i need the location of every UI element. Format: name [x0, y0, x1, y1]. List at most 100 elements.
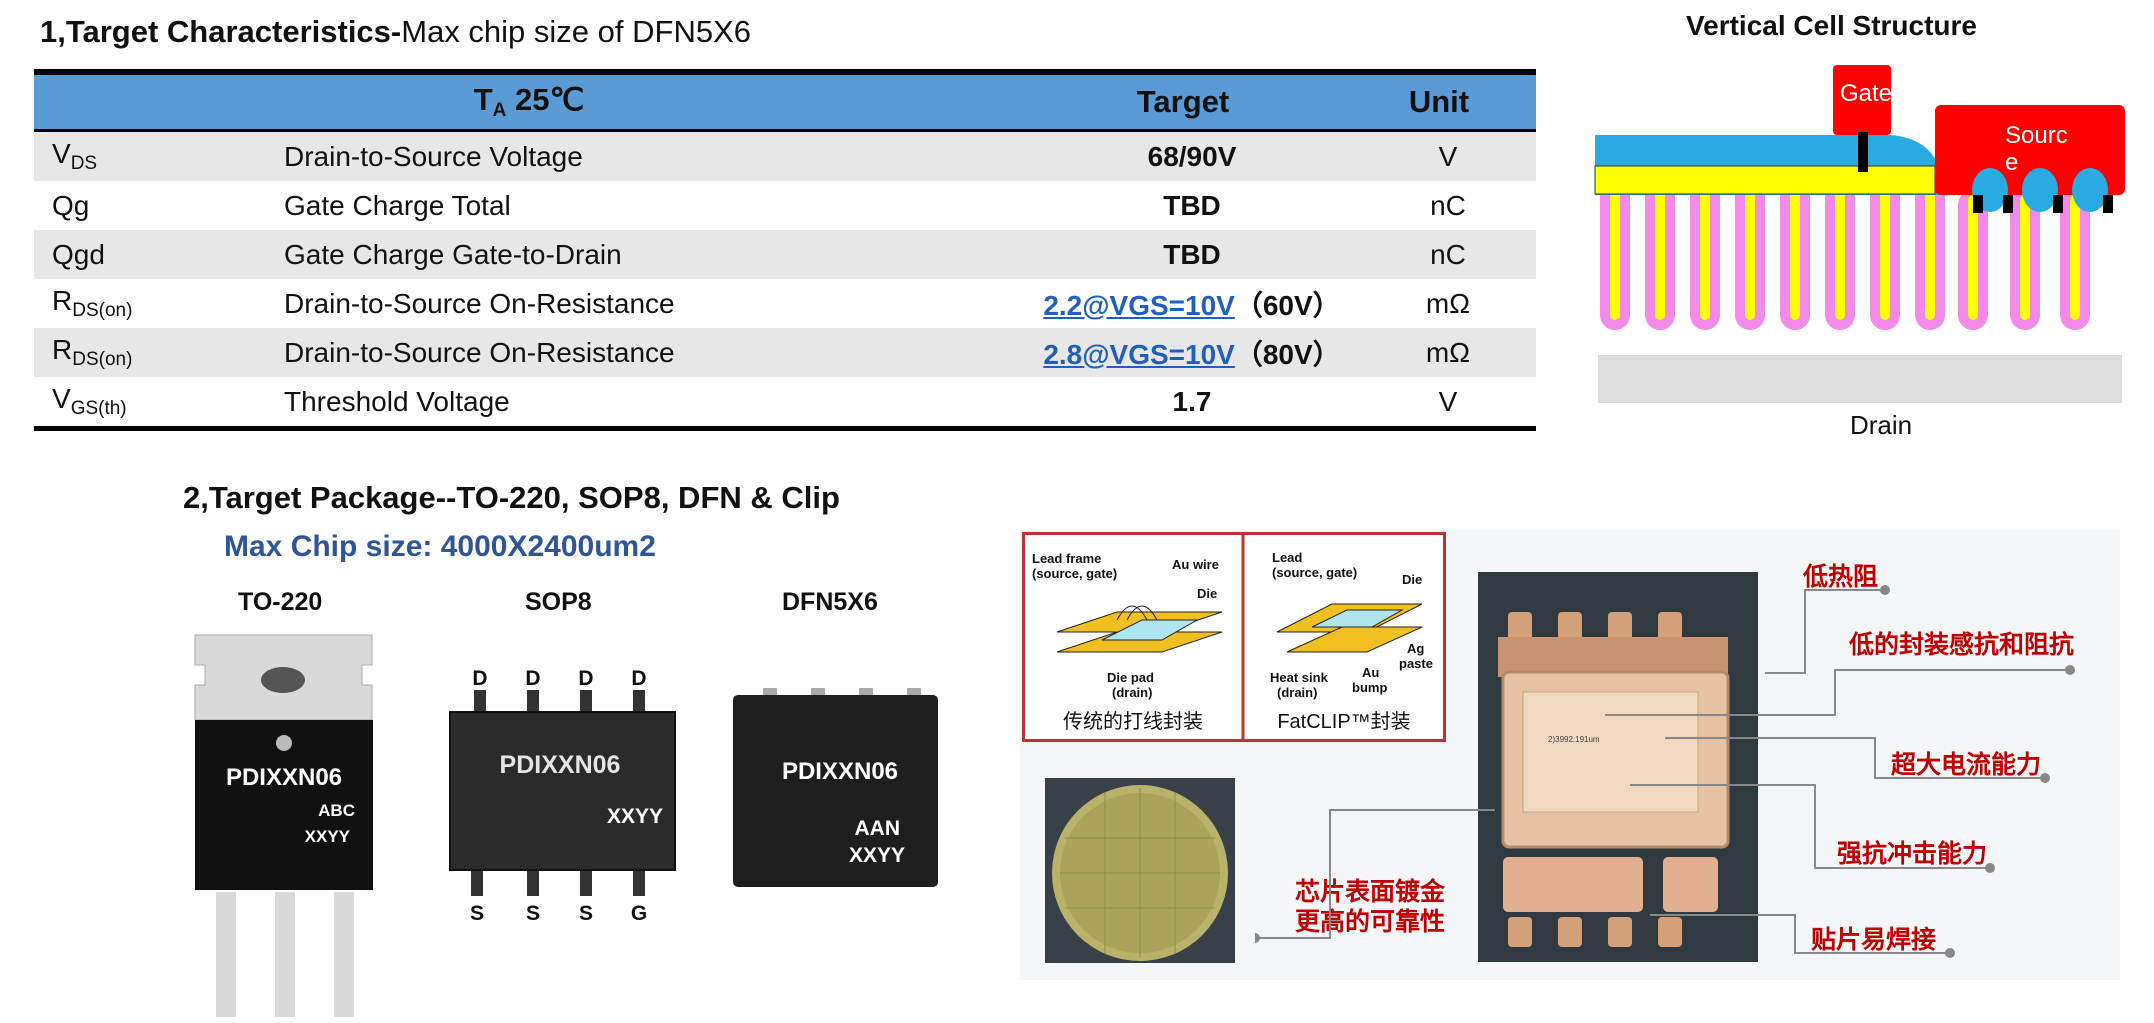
wafer-photo	[1045, 778, 1235, 963]
package-name-sop8: SOP8	[525, 588, 592, 616]
param-unit: nC	[1430, 189, 1466, 221]
param-target: 68/90V	[1024, 130, 1342, 181]
dfn-marking-3: XXYY	[849, 844, 905, 867]
svg-text:D: D	[525, 667, 540, 690]
table-header: TA 25℃ Target Unit	[34, 69, 1536, 132]
svg-text:S: S	[526, 902, 540, 925]
param-target: TBD	[1163, 189, 1221, 221]
gate-pad	[1833, 65, 1891, 135]
source-label-cont: e	[2005, 149, 2018, 176]
table-row: VDS Drain-to-Source Voltage 68/90V V	[34, 130, 1536, 181]
svg-text:Lead frame: Lead frame	[1032, 551, 1101, 566]
clip-package-photo: 2)3992.191um	[1478, 572, 1758, 962]
dfn-marking-1: PDIXXN06	[782, 758, 898, 785]
source-label: Sourc	[2005, 122, 2068, 149]
param-symbol: Qg	[52, 189, 90, 221]
feature-label: 超大电流能力	[1891, 751, 2042, 779]
trench-fill	[1610, 185, 2080, 320]
package-compare-diagram: Lead frame (source, gate) Au wire Die Di…	[1022, 532, 1446, 742]
param-unit: mΩ	[1425, 287, 1471, 319]
param-target: 2.2@VGS=10V（60V）	[1043, 289, 1341, 321]
svg-text:Die: Die	[1197, 586, 1217, 601]
param-symbol: RDS(on)	[52, 285, 133, 321]
param-unit: nC	[1342, 230, 1536, 279]
param-symbol: VGS(th)	[34, 377, 266, 431]
svg-text:G: G	[631, 902, 647, 925]
svg-text:Die pad: Die pad	[1107, 670, 1154, 685]
svg-text:D: D	[631, 667, 646, 690]
svg-text:Au wire: Au wire	[1172, 557, 1219, 572]
drain-label: Drain	[1850, 410, 1913, 440]
wafer-label-1: 芯片表面镀金	[1295, 878, 1446, 906]
param-description: Drain-to-Source Voltage	[266, 130, 1024, 181]
to220-marking-3: XXYY	[305, 827, 351, 846]
feature-label: 低的封装感抗和阻抗	[1849, 631, 2075, 659]
param-unit: V	[1342, 377, 1536, 431]
svg-text:D: D	[578, 667, 593, 690]
to220-marking-2: ABC	[318, 801, 355, 820]
feature-label: 低热阻	[1803, 563, 1879, 591]
package-name-to220: TO-220	[238, 588, 323, 616]
param-description: Gate Charge Total	[284, 189, 511, 221]
param-target: 1.7	[1024, 377, 1342, 431]
wafer-label-2: 更高的可靠性	[1295, 908, 1446, 936]
param-symbol: VDS	[34, 130, 266, 181]
table-row: VGS(th) Threshold Voltage 1.7 V	[34, 377, 1536, 431]
cell-structure-title: Vertical Cell Structure	[1686, 10, 1978, 41]
to220-package: PDIXXN06 ABC XXYY	[194, 634, 373, 1017]
die-size-text: 2)3992.191um	[1548, 735, 1600, 744]
gate-label: Gate	[1840, 80, 1892, 107]
param-unit: mΩ	[1342, 328, 1536, 377]
table-row: Qg Gate Charge Total TBD nC	[34, 181, 1536, 230]
svg-text:S: S	[470, 902, 484, 925]
sop8-marking-1: PDIXXN06	[500, 751, 621, 779]
param-symbol: Qgd	[34, 230, 266, 279]
svg-text:Die: Die	[1402, 572, 1422, 587]
param-unit: V	[1342, 130, 1536, 181]
section1-title: 1,Target Characteristics-Max chip size o…	[40, 14, 751, 49]
svg-text:Au: Au	[1362, 665, 1379, 680]
table-row: Qgd Gate Charge Gate-to-Drain TBD nC	[34, 230, 1536, 279]
sop8-package: D D D D S S S G PDIXXN06 XXYY	[449, 667, 676, 925]
param-target: 2.8@VGS=10V（80V）	[1024, 328, 1342, 377]
header-unit: Unit	[1342, 69, 1536, 132]
svg-text:Lead: Lead	[1272, 550, 1302, 565]
param-description: Threshold Voltage	[266, 377, 1024, 431]
feature-label: 贴片易焊接	[1811, 926, 1937, 954]
svg-text:Heat sink: Heat sink	[1270, 670, 1329, 685]
header-target: Target	[1024, 69, 1342, 132]
param-symbol: RDS(on)	[34, 328, 266, 377]
vertical-cell-diagram: Gate Sourc e	[1594, 65, 2125, 403]
section2-title: 2,Target Package--TO-220, SOP8, DFN & Cl…	[183, 480, 840, 515]
svg-text:S: S	[579, 902, 593, 925]
spec-table: TA 25℃ Target Unit VDS Drain-to-Source V…	[34, 69, 1536, 431]
fatclip-caption: FatCLIP™封装	[1277, 710, 1410, 733]
rdson-60v-link[interactable]: 2.2@VGS=10V	[1043, 289, 1235, 321]
svg-text:(source, gate): (source, gate)	[1272, 565, 1357, 580]
max-chip-size: Max Chip size: 4000X2400um2	[224, 530, 656, 563]
param-target: TBD	[1024, 230, 1342, 279]
svg-text:bump: bump	[1352, 680, 1387, 695]
svg-text:(drain): (drain)	[1112, 685, 1152, 700]
header-condition: TA 25℃	[34, 69, 1024, 132]
param-description: Drain-to-Source On-Resistance	[266, 328, 1024, 377]
table-row: RDS(on) Drain-to-Source On-Resistance 2.…	[34, 328, 1536, 377]
param-description: Drain-to-Source On-Resistance	[284, 287, 675, 319]
svg-text:paste: paste	[1399, 656, 1433, 671]
callout-lines	[1255, 585, 2075, 958]
dfn-package: PDIXXN06 AAN XXYY	[733, 688, 938, 887]
param-description: Gate Charge Gate-to-Drain	[266, 230, 1024, 279]
feature-label: 强抗冲击能力	[1837, 840, 1988, 868]
dfn-marking-2: AAN	[855, 817, 901, 840]
to220-marking-1: PDIXXN06	[226, 764, 342, 791]
svg-text:(source, gate): (source, gate)	[1032, 566, 1117, 581]
svg-text:Ag: Ag	[1407, 641, 1424, 656]
rdson-80v-link[interactable]: 2.8@VGS=10V	[1043, 338, 1235, 370]
package-name-dfn: DFN5X6	[782, 588, 878, 616]
svg-text:D: D	[472, 667, 487, 690]
wirebond-caption: 传统的打线封装	[1063, 710, 1203, 733]
sop8-marking-2: XXYY	[607, 805, 663, 828]
drain-substrate	[1598, 355, 2122, 403]
svg-text:(drain): (drain)	[1277, 685, 1317, 700]
table-row: RDS(on) Drain-to-Source On-Resistance 2.…	[34, 279, 1536, 328]
